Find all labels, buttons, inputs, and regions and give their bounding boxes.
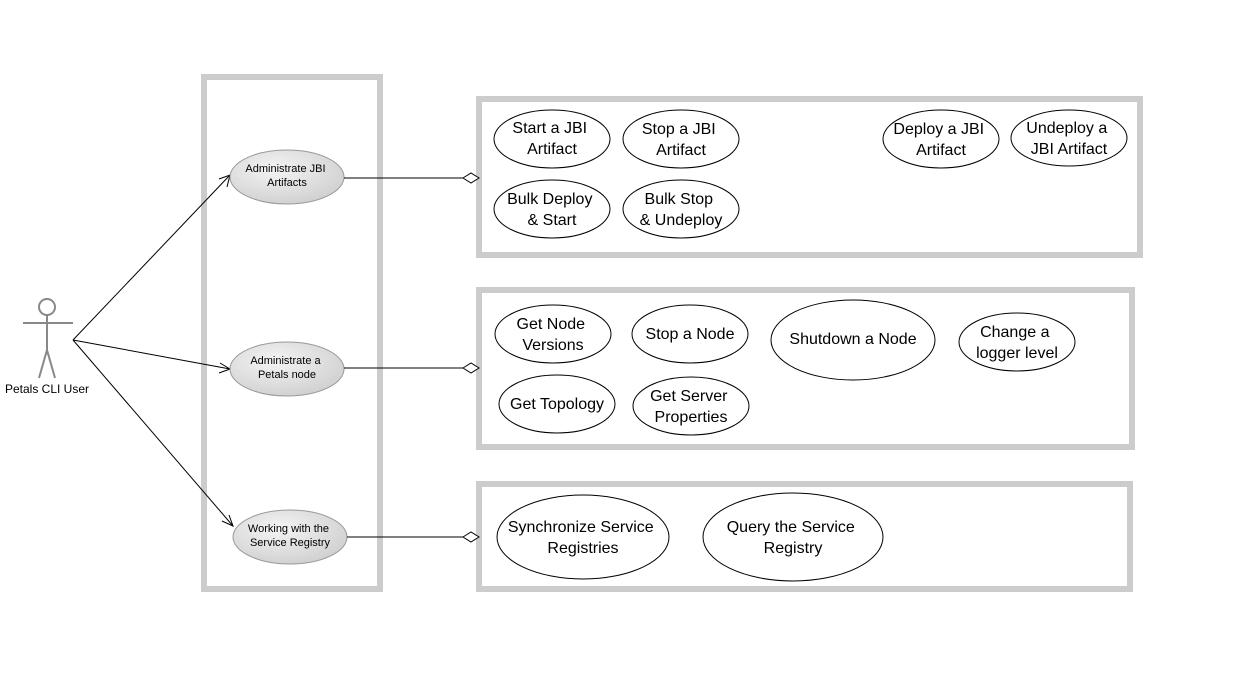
jbi-artifacts-group-box xyxy=(476,96,1143,258)
use-case-label-line: Shutdown a Node xyxy=(789,331,916,348)
use-case-synchronize-service-registries: Synchronize Service Registries xyxy=(496,494,670,580)
use-case-get-server-properties: Get Server Properties xyxy=(632,376,750,436)
use-case-ellipse xyxy=(496,494,670,580)
use-case-ellipse xyxy=(631,304,749,364)
use-case-ellipse xyxy=(882,109,1000,169)
category-label-line: Service Registry xyxy=(250,537,331,549)
use-case-get-topology: Get Topology xyxy=(498,374,616,434)
use-case-stop-node: Stop a Node xyxy=(631,304,749,364)
use-case-label-line: Undeploy a xyxy=(1026,120,1107,137)
use-case-ellipse xyxy=(493,109,611,169)
svg-text:Change a logger level: Change a logger level xyxy=(976,324,1058,362)
category-jbi-artifacts: Administrate JBI Artifacts xyxy=(229,149,345,205)
category-service-registry: Working with the Service Registry xyxy=(232,509,348,565)
use-case-ellipse xyxy=(702,492,884,582)
system-boundary-box xyxy=(201,74,383,592)
actor-left-leg xyxy=(38,349,48,379)
use-case-stop-jbi-artifact: Stop a JBI Artifact xyxy=(622,109,740,169)
svg-text:Shutdown a Node: Shutdown a Node xyxy=(789,331,916,348)
svg-text:Start a JBI Artifact: Start a JBI Artifact xyxy=(512,120,591,158)
use-case-undeploy-jbi-artifact: Undeploy a JBI Artifact xyxy=(1010,109,1128,167)
svg-text:Get Node Versions: Get Node Versions xyxy=(517,316,590,354)
use-case-start-jbi-artifact: Start a JBI Artifact xyxy=(493,109,611,169)
use-case-label-line: Deploy a JBI xyxy=(893,121,984,138)
aggregation-diamond-icon xyxy=(462,172,480,184)
use-case-label-line: Get Topology xyxy=(510,396,604,413)
use-case-label-line: Stop a Node xyxy=(646,326,735,343)
use-case-label-line: Artifact xyxy=(656,142,706,159)
use-case-label-line: Query the Service xyxy=(727,519,855,536)
use-case-ellipse xyxy=(498,374,616,434)
use-case-bulk-deploy-start: Bulk Deploy & Start xyxy=(493,179,611,239)
category-label-line: Working with the xyxy=(248,523,329,535)
actor-association-arrows xyxy=(72,174,234,527)
use-case-label-line: Artifact xyxy=(527,141,577,158)
svg-text:Get Topology: Get Topology xyxy=(510,396,604,413)
use-case-label-line: Properties xyxy=(655,409,728,426)
use-case-label-line: Get Server xyxy=(650,388,728,405)
svg-text:Bulk Stop & Undeploy: Bulk Stop & Undeploy xyxy=(640,191,723,229)
use-case-ellipse xyxy=(770,299,936,381)
svg-text:Synchronize Service Regi: Synchronize Service Registries xyxy=(508,519,658,557)
use-case-label-line: Bulk Deploy xyxy=(507,191,592,208)
svg-text:Deploy a JBI Artifact: Deploy a JBI Artifact xyxy=(893,121,988,159)
use-case-ellipse xyxy=(493,179,611,239)
use-case-ellipse xyxy=(958,312,1076,372)
arrowhead-service-registry xyxy=(221,514,234,527)
use-case-label-line: Change a xyxy=(980,324,1049,341)
svg-text:Administrate a Petals no: Administrate a Petals node xyxy=(250,355,323,381)
svg-text:Bulk Deploy & Start: Bulk Deploy & Start xyxy=(507,191,597,229)
actor-head xyxy=(38,298,56,316)
use-case-ellipse xyxy=(622,109,740,169)
use-case-label-line: logger level xyxy=(976,345,1058,362)
svg-text:Undeploy a JBI Artifact: Undeploy a JBI Artifact xyxy=(1026,120,1111,158)
use-case-label-line: JBI Artifact xyxy=(1031,141,1108,158)
arrow-to-jbi-artifacts xyxy=(72,174,231,341)
actor-petals-cli-user: Petals CLI User xyxy=(5,298,89,396)
use-case-ellipse xyxy=(1010,109,1128,167)
arrow-to-petals-node xyxy=(72,339,231,370)
use-case-label-line: Versions xyxy=(522,337,583,354)
svg-text:Stop a Node: Stop a Node xyxy=(646,326,735,343)
use-case-label-line: Registry xyxy=(764,540,823,557)
use-case-deploy-jbi-artifact: Deploy a JBI Artifact xyxy=(882,109,1000,169)
use-case-label-line: Artifact xyxy=(916,142,966,159)
aggregation-diamond-icon xyxy=(462,362,480,374)
use-case-label-line: Registries xyxy=(547,540,618,557)
svg-text:Working with the Service: Working with the Service Registry xyxy=(248,523,332,549)
use-case-bulk-stop-undeploy: Bulk Stop & Undeploy xyxy=(622,179,740,239)
use-case-ellipse xyxy=(632,376,750,436)
category-label-line: Petals node xyxy=(258,369,316,381)
svg-text:Stop a JBI Artifact: Stop a JBI Artifact xyxy=(642,121,720,159)
use-case-label-line: Start a JBI xyxy=(512,120,587,137)
use-case-shutdown-node: Shutdown a Node xyxy=(770,299,936,381)
category-label-line: Administrate JBI xyxy=(245,163,325,175)
category-petals-node: Administrate a Petals node xyxy=(229,341,345,397)
use-case-label-line: & Undeploy xyxy=(640,212,723,229)
actor-label: Petals CLI User xyxy=(5,382,89,396)
use-case-label-line: Bulk Stop xyxy=(645,191,714,208)
aggregation-connectors xyxy=(344,172,480,543)
category-ellipse xyxy=(229,341,345,397)
use-case-label-line: & Start xyxy=(528,212,577,229)
actor-right-leg xyxy=(46,349,56,379)
use-case-label-line: Stop a JBI xyxy=(642,121,716,138)
svg-text:Administrate JBI Artifac: Administrate JBI Artifacts xyxy=(245,163,328,189)
use-case-label-line: Synchronize Service xyxy=(508,519,654,536)
svg-text:Get Server Properties: Get Server Properties xyxy=(650,388,732,426)
category-label-line: Administrate a xyxy=(250,355,321,367)
use-case-change-logger-level: Change a logger level xyxy=(958,312,1076,372)
category-ellipse xyxy=(229,149,345,205)
use-case-ellipse xyxy=(494,304,612,364)
use-case-label-line: Get Node xyxy=(517,316,586,333)
category-label-line: Artifacts xyxy=(267,177,307,189)
arrow-to-service-registry xyxy=(72,339,234,527)
use-case-query-service-registry: Query the Service Registry xyxy=(702,492,884,582)
aggregation-diamond-icon xyxy=(462,531,480,543)
use-case-ellipse xyxy=(622,179,740,239)
svg-text:Query the Service Regist: Query the Service Registry xyxy=(727,519,860,557)
use-case-get-node-versions: Get Node Versions xyxy=(494,304,612,364)
